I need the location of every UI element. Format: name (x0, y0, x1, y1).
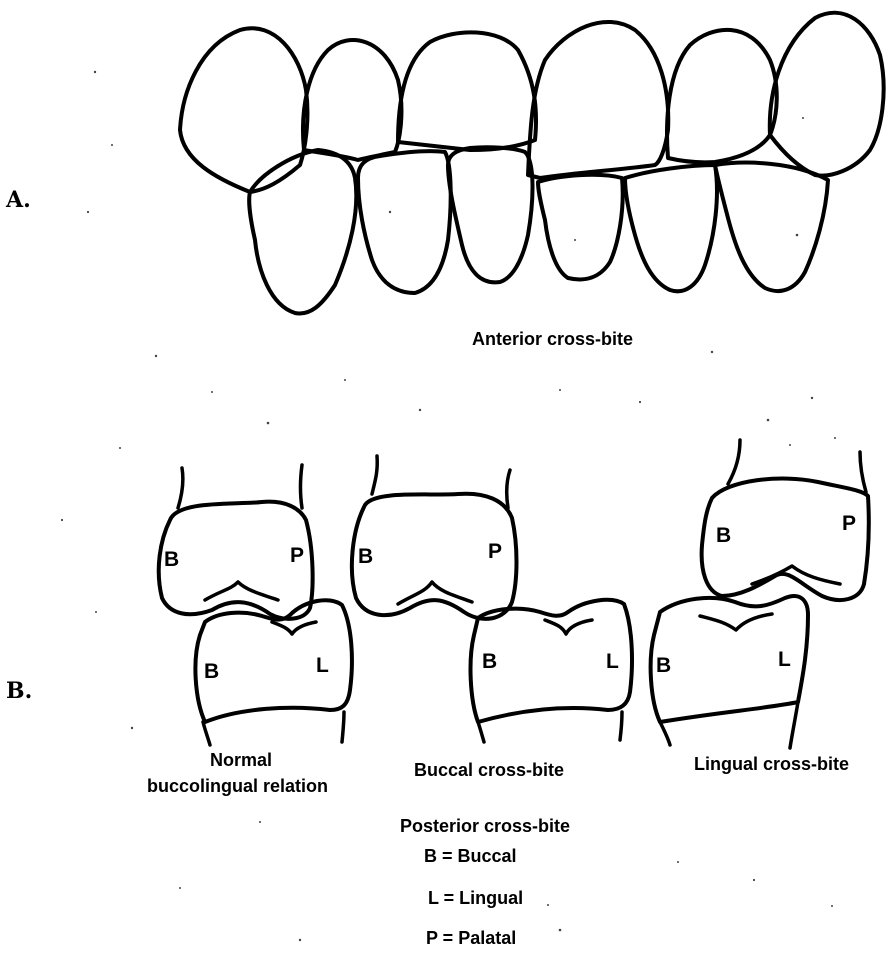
lower-molar-buccal-root-left (478, 722, 484, 742)
legend-item-palatal: P = Palatal (426, 928, 516, 948)
anterior-caption: Anterior cross-bite (472, 329, 633, 349)
label-upper-buccal: B (716, 524, 731, 547)
upper-molar-normal-root-left (178, 468, 183, 508)
lower-tooth-4 (538, 175, 623, 280)
label-upper-palatal: P (842, 512, 856, 535)
upper-molar-buccal-root-left (372, 456, 377, 494)
lower-tooth-5 (625, 165, 717, 291)
lower-tooth-2 (358, 151, 451, 293)
lower-molar-buccal-groove (545, 620, 592, 634)
upper-molar-normal-groove (205, 582, 278, 600)
label-upper-buccal: B (358, 545, 373, 568)
caption-normal-line2: buccolingual relation (147, 776, 328, 796)
panel-normal-relation: B P B L Normal buccolingual relation (147, 465, 352, 796)
lower-molar-lingual-root-left (660, 722, 670, 745)
label-upper-palatal: P (488, 540, 502, 563)
section-b-letter: B. (6, 678, 32, 704)
lower-molar-normal-groove (272, 622, 316, 634)
anterior-teeth-illustration (180, 13, 884, 314)
lower-molar-lingual-root-right (790, 702, 798, 748)
panel-buccal-cross-bite: B P B L Buccal cross-bite (352, 456, 632, 780)
caption-lingual: Lingual cross-bite (694, 754, 849, 774)
caption-buccal: Buccal cross-bite (414, 760, 564, 780)
upper-tooth-3 (398, 32, 536, 150)
caption-normal-line1: Normal (210, 750, 272, 770)
lower-molar-normal-root-right (342, 712, 344, 742)
label-lower-buccal: B (204, 660, 219, 683)
upper-tooth-1 (180, 28, 307, 192)
legend-title: Posterior cross-bite (400, 816, 570, 836)
lower-molar-normal-root-left (203, 722, 210, 745)
label-lower-lingual: L (778, 648, 791, 671)
upper-tooth-6 (770, 13, 884, 176)
lower-molar-buccal-root-right (620, 712, 622, 740)
upper-molar-buccal-root-right (507, 470, 510, 508)
label-lower-buccal: B (482, 650, 497, 673)
legend: Posterior cross-bite B = Buccal L = Ling… (400, 816, 570, 948)
upper-tooth-5 (667, 30, 777, 163)
legend-item-lingual: L = Lingual (428, 888, 523, 908)
upper-tooth-4 (528, 22, 668, 178)
section-a-letter: A. (5, 187, 31, 213)
upper-molar-lingual-root-left (728, 440, 740, 484)
label-upper-buccal: B (164, 548, 179, 571)
label-upper-palatal: P (290, 544, 304, 567)
upper-molar-lingual-root-right (860, 452, 866, 492)
label-lower-buccal: B (656, 654, 671, 677)
legend-item-buccal: B = Buccal (424, 846, 517, 866)
lower-tooth-6 (715, 163, 828, 291)
upper-molar-normal-root-right (301, 465, 303, 508)
panel-lingual-cross-bite: B P B L Lingual cross-bite (651, 440, 869, 774)
lower-molar-lingual-groove (700, 614, 772, 630)
lower-tooth-3 (448, 147, 533, 282)
lower-tooth-1 (249, 150, 356, 313)
label-lower-lingual: L (606, 650, 619, 673)
upper-tooth-2 (303, 40, 401, 160)
label-lower-lingual: L (316, 654, 329, 677)
